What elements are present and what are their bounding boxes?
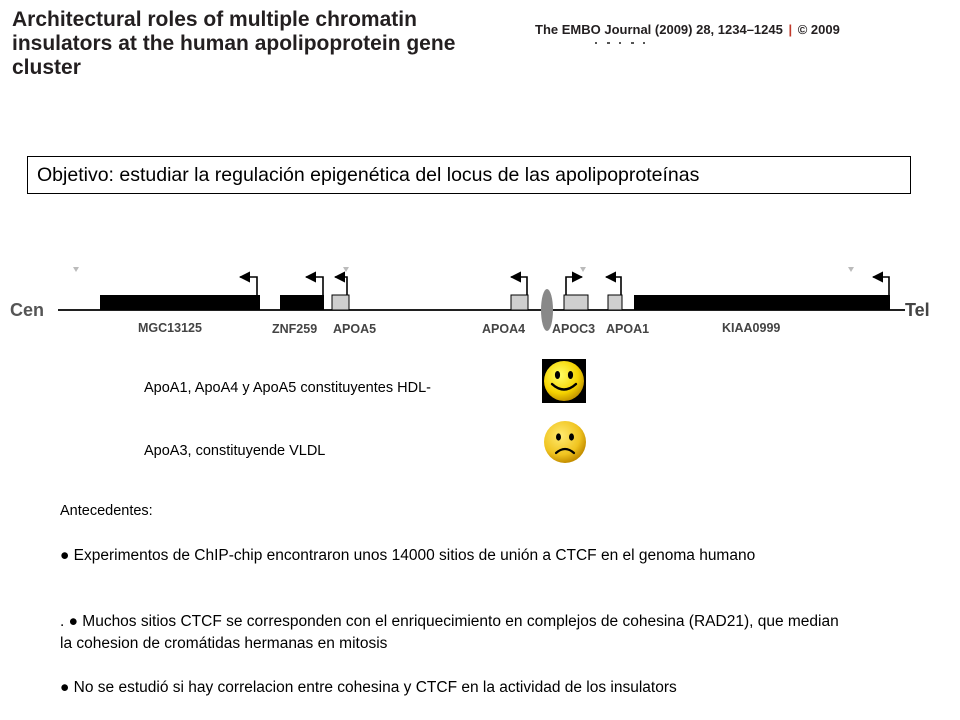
site-marker: [580, 267, 586, 272]
transcription-arrow: [604, 271, 622, 295]
background-bullet: ● No se estudió si hay correlacion entre…: [60, 679, 677, 696]
gene-apoa4: [510, 294, 529, 311]
gene-label: KIAA0999: [722, 321, 780, 335]
background-bullet: ● Experimentos de ChIP-chip encontraron …: [60, 547, 756, 564]
site-marker: [343, 267, 349, 272]
gene-mgc13125: [100, 295, 260, 310]
hdl-role-text: ApoA1, ApoA4 y ApoA5 constituyentes HDL-: [144, 380, 431, 396]
background-heading: Antecedentes:: [60, 503, 153, 519]
journal-citation: The EMBO Journal (2009) 28, 1234–1245 | …: [535, 22, 840, 37]
background-bullet: . ● Muchos sitios CTCF se corresponden c…: [60, 613, 839, 652]
transcription-arrow: [238, 271, 258, 295]
gene-znf259: [280, 295, 324, 310]
gene-apoa1: [607, 294, 623, 311]
transcription-arrow: [304, 271, 324, 295]
gene-label: APOA1: [606, 322, 649, 336]
transcription-arrow: [565, 271, 584, 295]
transcription-arrow: [871, 271, 890, 295]
gene-apoa5: [331, 294, 350, 311]
gene-label: APOA4: [482, 322, 525, 336]
transcription-arrow: [333, 271, 348, 295]
site-marker: [73, 267, 79, 272]
gene-apoc3: [563, 294, 589, 311]
copyright-text: © 2009: [797, 22, 840, 37]
vldl-role-text: ApoA3, constituyende VLDL: [144, 443, 326, 459]
gene-label: APOC3: [552, 322, 595, 336]
gene-label: APOA5: [333, 322, 376, 336]
scan-artifact: [595, 42, 645, 44]
apolipoprotein-locus-diagram: Cen Tel MGC13125 ZNF259 APOA5 APOA4 APOC…: [10, 267, 930, 336]
happy-face-icon: [542, 359, 586, 403]
objective-box: Objetivo: estudiar la regulación epigené…: [27, 156, 911, 194]
citation-separator: |: [784, 22, 796, 37]
paper-title: Architectural roles of multiple chromati…: [12, 8, 456, 79]
journal-name: The EMBO Journal (2009) 28, 1234–1245: [535, 22, 783, 37]
site-marker: [848, 267, 854, 272]
gene-kiaa0999: [634, 295, 890, 310]
telomere-label: Tel: [905, 300, 930, 320]
objective-text: Objetivo: estudiar la regulación epigené…: [37, 164, 700, 186]
gene-label: ZNF259: [272, 322, 317, 336]
centromere-label: Cen: [10, 300, 44, 320]
transcription-arrow: [509, 271, 528, 295]
insulator-ellipse: [541, 289, 553, 331]
sad-face-icon: [544, 421, 586, 463]
gene-label: MGC13125: [138, 321, 202, 335]
